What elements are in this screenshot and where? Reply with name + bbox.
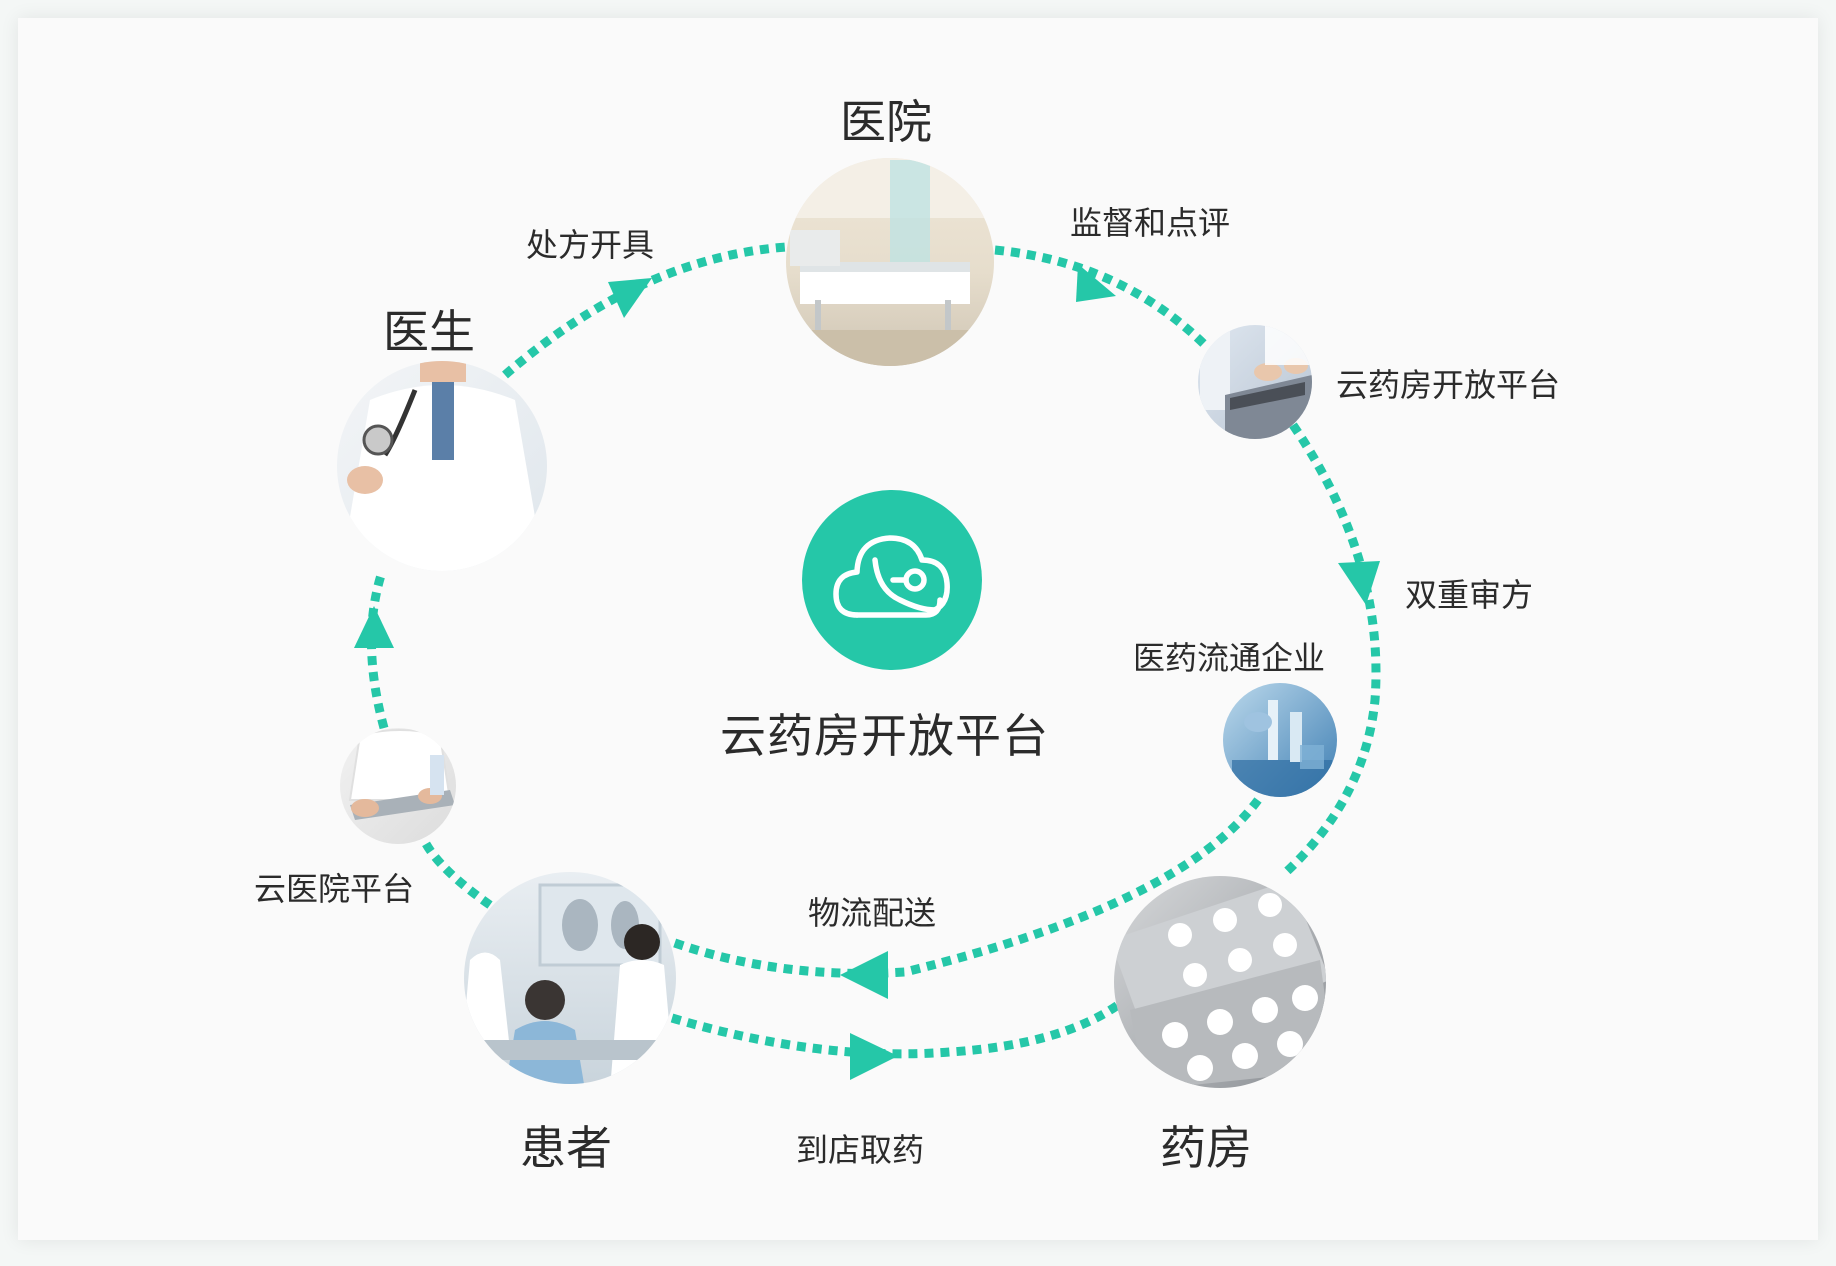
node-label-hospital: 医院 — [840, 95, 932, 149]
arc-laptop-right — [1279, 422, 1381, 879]
arc-tablet-doctor — [366, 570, 389, 730]
arc-patient-pharmacy — [670, 1001, 1121, 1059]
node-label-cloud-pharmacy: 云药房开放平台 — [1336, 366, 1561, 404]
hospital-ward-photo — [786, 158, 994, 366]
patient-consultation-photo — [464, 872, 676, 1084]
arrow-up-doctor — [354, 606, 394, 648]
arrow-pickup — [850, 1033, 898, 1080]
center-title: 云药房开放平台 — [720, 709, 1049, 763]
arc-hospital-laptop — [994, 245, 1209, 349]
flow-arrows — [354, 264, 1380, 1080]
edge-label-logistics: 物流配送 — [808, 894, 937, 932]
edge-label-supervise: 监督和点评 — [1070, 204, 1231, 242]
node-label-patient: 患者 — [520, 1121, 612, 1175]
edge-label-pickup: 到店取药 — [796, 1131, 925, 1169]
doctor-photo — [337, 361, 547, 571]
laboratory-photo — [1223, 683, 1337, 797]
pills-photo — [1114, 876, 1326, 1088]
node-label-doctor: 医生 — [383, 305, 475, 359]
node-label-cloud-hospital: 云医院平台 — [254, 870, 415, 908]
arrow-double-review — [1338, 561, 1380, 605]
laptop-photo — [1198, 325, 1312, 439]
center-logo — [802, 490, 982, 670]
edge-label-prescribe: 处方开具 — [526, 226, 655, 264]
tablet-photo — [340, 728, 456, 844]
cloud-stethoscope-icon — [833, 535, 950, 618]
arc-lab-patient — [670, 797, 1262, 978]
arc-patient-tablet — [421, 839, 493, 909]
arrow-supervise — [1076, 264, 1116, 302]
node-label-pharmacy: 药房 — [1160, 1121, 1252, 1175]
arrow-prescribe — [608, 278, 652, 318]
edge-label-double-review: 双重审方 — [1405, 576, 1534, 614]
node-label-distributor: 医药流通企业 — [1133, 639, 1326, 677]
arrow-logistics — [840, 951, 888, 999]
arc-doctor-hospital — [502, 242, 787, 379]
